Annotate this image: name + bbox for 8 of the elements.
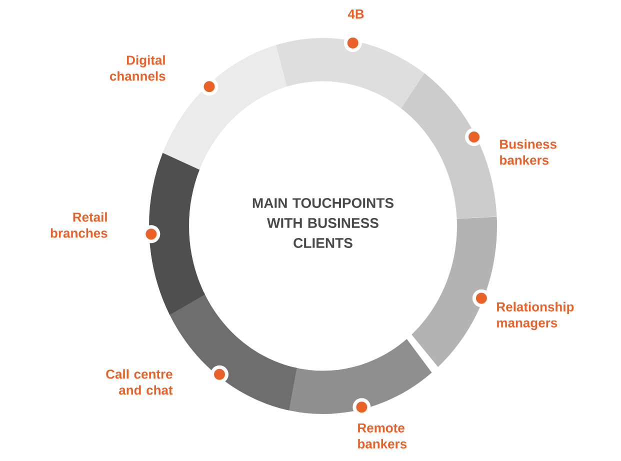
node-label: Digital channels [110, 55, 166, 81]
node-label: Remote bankers [358, 423, 407, 449]
node-label: Call centre and chat [106, 369, 173, 395]
node-label: Retail branches [50, 212, 108, 238]
center-title: MAIN TOUCHPOINTS WITH BUSINESS CLIENTS [252, 198, 394, 248]
node-label: Business bankers [500, 139, 556, 165]
node-label: Relationship managers [497, 302, 574, 330]
node-label: 4B [348, 10, 364, 18]
